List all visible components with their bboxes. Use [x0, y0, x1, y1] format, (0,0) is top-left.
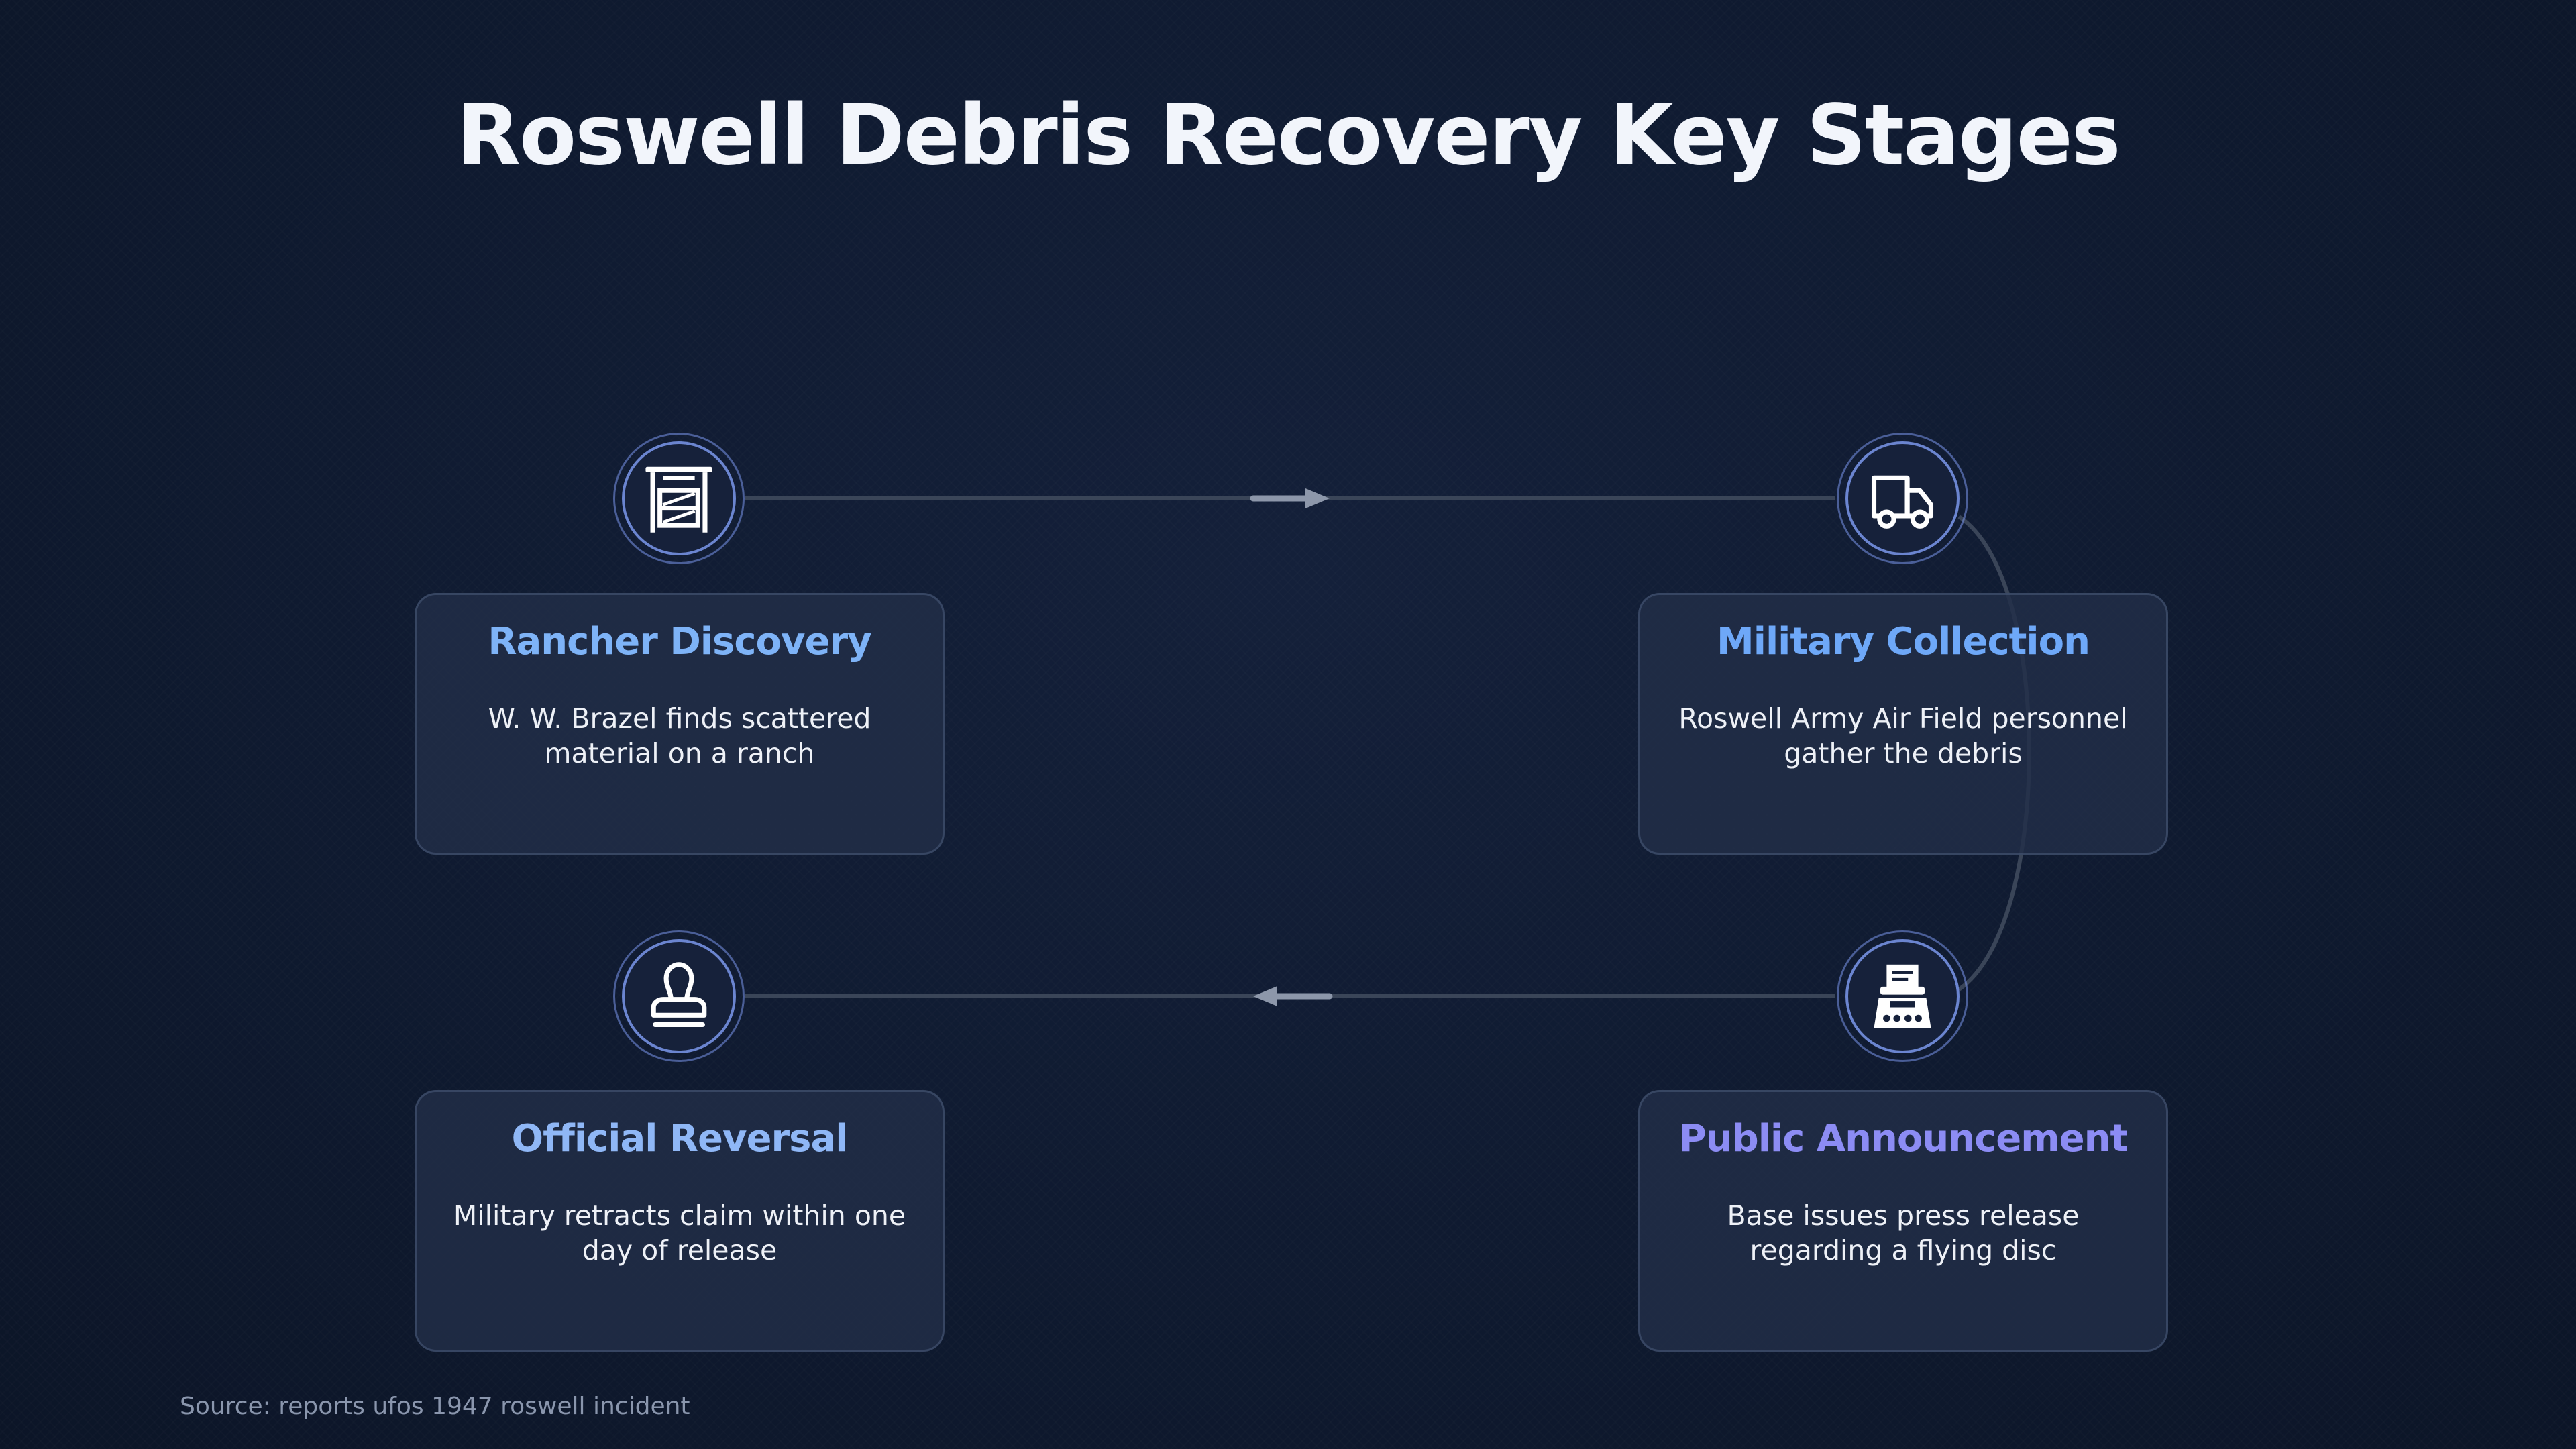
stage-card-official-reversal: Official Reversal Military retracts clai… [415, 1090, 945, 1352]
stage-description: Base issues press release regarding a fl… [1727, 1199, 2080, 1267]
arrow-left-icon [1253, 986, 1333, 1006]
source-note: Source: reports ufos 1947 roswell incide… [180, 1393, 690, 1420]
typewriter-icon [1874, 964, 1931, 1028]
stage-description: W. W. Brazel finds scattered material on… [488, 702, 871, 769]
stage-node-official-reversal [613, 930, 745, 1062]
stage-node-rancher-discovery [613, 433, 745, 564]
stage-node-military-collection [1837, 433, 1968, 564]
stage-description: Roswell Army Air Field personnel gather … [1678, 702, 2128, 769]
stage-card-rancher-discovery: Rancher Discovery W. W. Brazel finds sca… [415, 593, 945, 855]
truck-icon [1871, 475, 1934, 529]
arrow-right-icon [1250, 488, 1330, 508]
stage-title: Official Reversal [511, 1117, 849, 1161]
stage-description: Military retracts claim within one day o… [453, 1199, 906, 1267]
stage-node-public-announcement [1837, 930, 1968, 1062]
stage-title: Public Announcement [1678, 1117, 2129, 1161]
page-title: Roswell Debris Recovery Key Stages [456, 87, 2121, 184]
rubber-stamp-icon [651, 962, 707, 1028]
stage-title: Military Collection [1717, 620, 2090, 663]
stage-card-public-announcement: Public Announcement Base issues press re… [1638, 1090, 2168, 1352]
stage-card-military-collection: Military Collection Roswell Army Air Fie… [1638, 593, 2168, 855]
ranch-gate-icon [645, 466, 712, 533]
stage-title: Rancher Discovery [488, 620, 871, 663]
